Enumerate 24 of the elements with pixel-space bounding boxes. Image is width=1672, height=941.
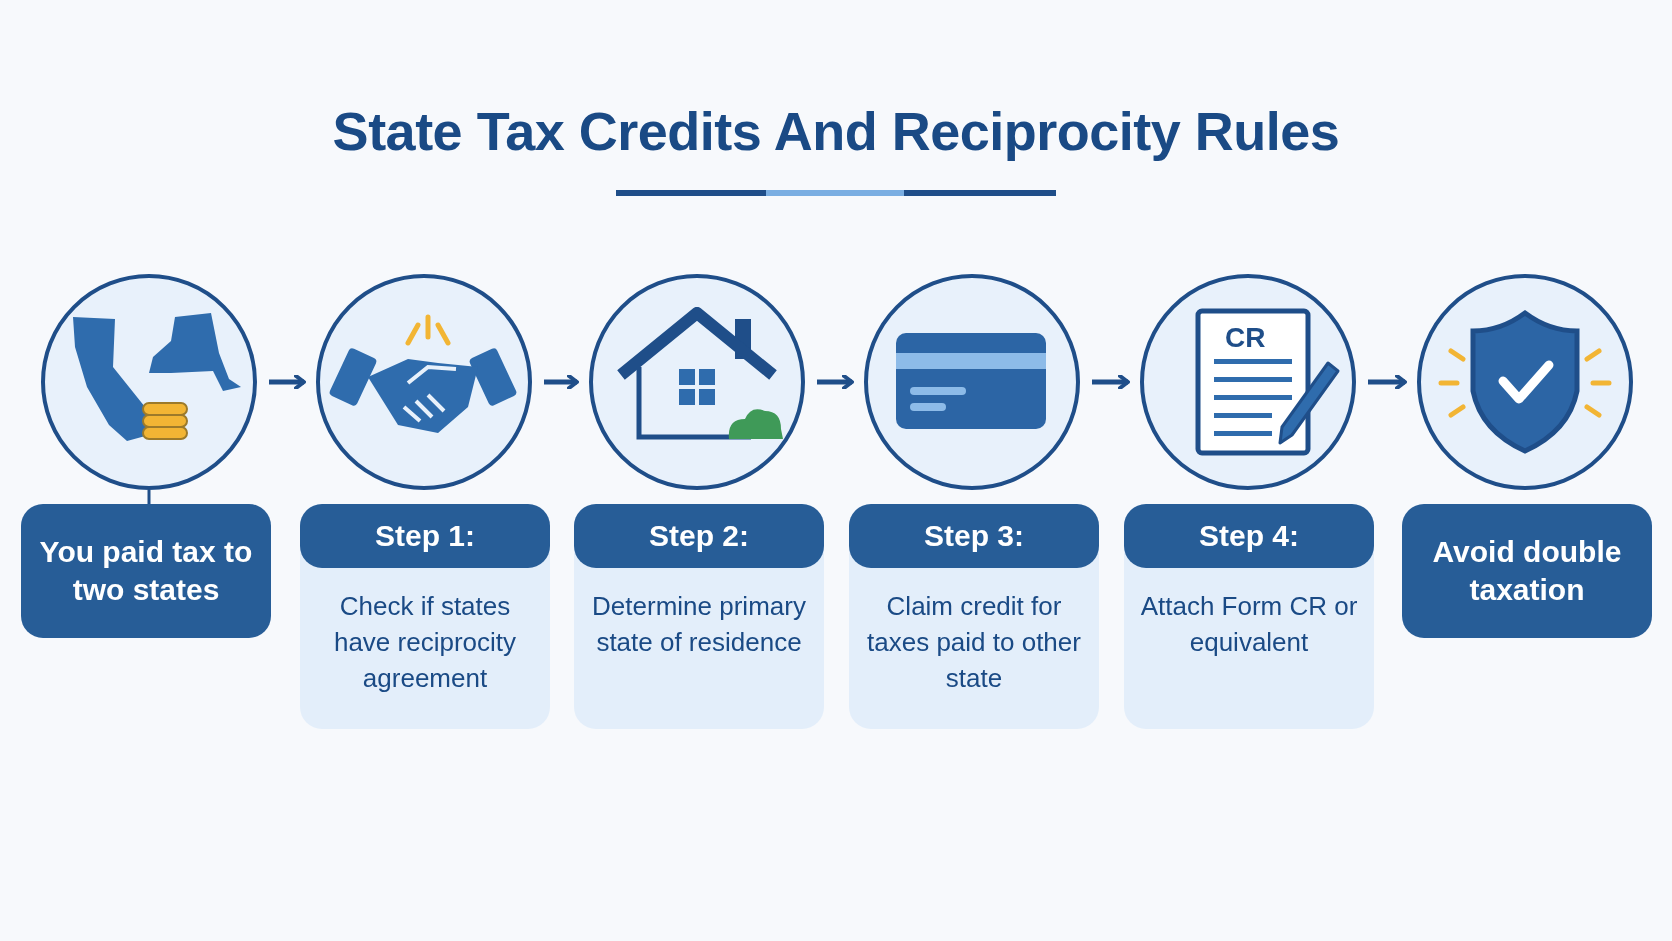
step-description: Attach Form CR or equivalent: [1139, 590, 1359, 659]
form-label: CR: [1225, 322, 1266, 354]
step-card: [300, 504, 550, 729]
step-description: Check if states have reciprocity agreement: [332, 590, 518, 695]
step-description: Claim credit for taxes paid to other state: [866, 590, 1082, 695]
arrow: [1092, 374, 1130, 390]
arrow: [544, 374, 579, 390]
connector-line: [147, 490, 151, 504]
step-card: [849, 504, 1099, 729]
outcome-box: [21, 504, 271, 638]
step-card: [1124, 504, 1374, 729]
outcome-box: [1402, 504, 1652, 638]
arrow: [1368, 374, 1407, 390]
step-description: Determine primary state of residence: [591, 590, 807, 659]
step-heading: Step 3:: [849, 504, 1099, 568]
step-heading: Step 2:: [574, 504, 824, 568]
box-text: Avoid double taxation: [1431, 534, 1623, 608]
box-text: You paid tax to two states: [38, 534, 254, 608]
step-heading: Step 1:: [300, 504, 550, 568]
title: State Tax Credits And Reciprocity Rules: [331, 100, 1341, 162]
arrow: [269, 374, 306, 390]
arrow: [817, 374, 854, 390]
step-card: [574, 504, 824, 729]
step-heading: Step 4:: [1124, 504, 1374, 568]
